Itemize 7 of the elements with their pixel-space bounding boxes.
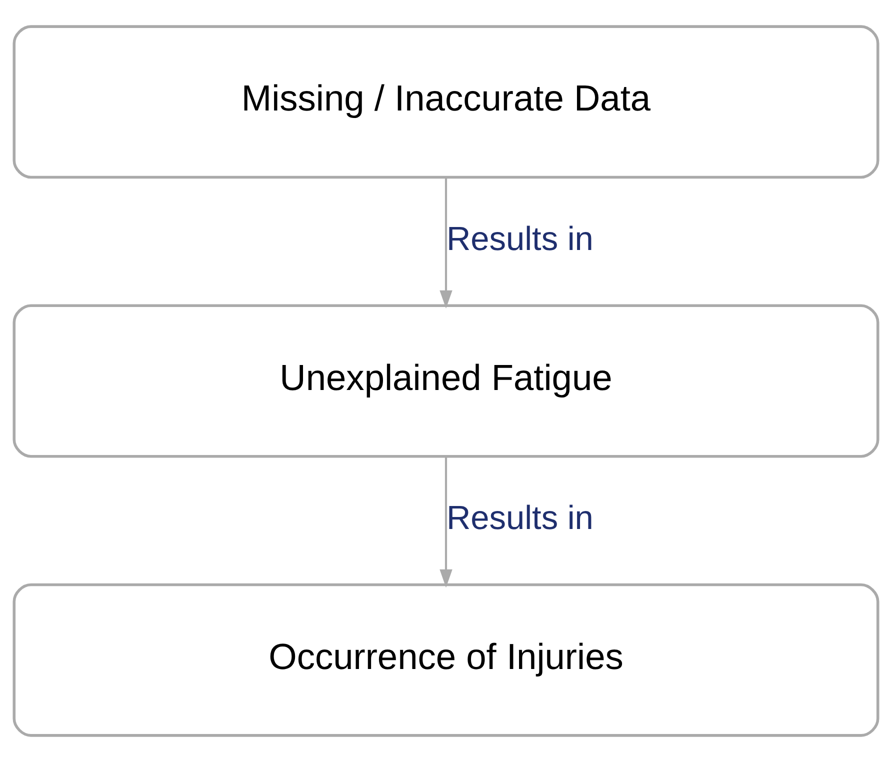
arrow [440,456,452,588]
edge-label: Results in [446,221,594,258]
arrow [440,177,452,309]
node-box: Occurrence of Injuries [12,583,880,737]
edge-label: Results in [446,500,594,538]
node-box: Missing / Inaccurate Data [12,25,880,179]
node-box: Unexplained Fatigue [12,304,880,458]
